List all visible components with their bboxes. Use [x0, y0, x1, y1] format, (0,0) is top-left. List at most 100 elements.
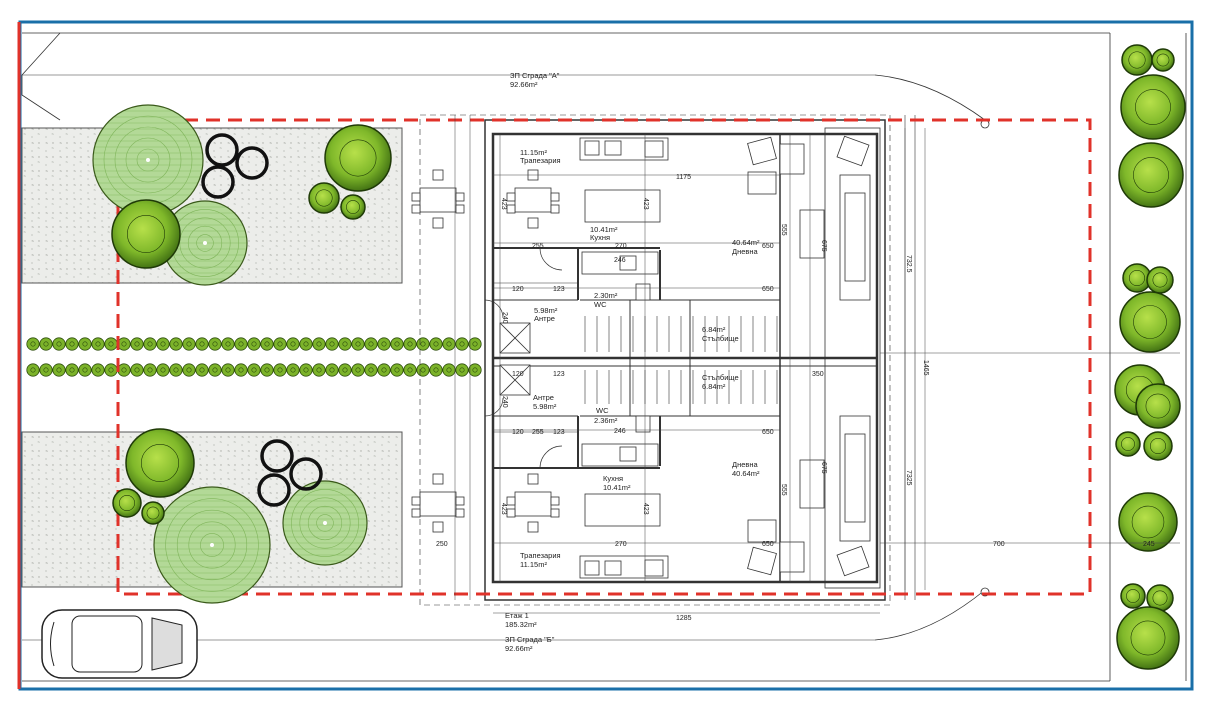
shrub-icon	[377, 363, 391, 377]
shrub-icon	[260, 337, 274, 351]
tree-icon	[141, 501, 165, 525]
kitchen-name-label: Кухня	[590, 233, 610, 242]
tv-unit-icon	[799, 459, 825, 509]
shrub-icon	[403, 337, 417, 351]
shrub-icon	[130, 363, 144, 377]
dim-label: 732.5	[905, 255, 912, 273]
tv-unit-icon	[799, 209, 825, 259]
floor-area: 185.32m²	[505, 620, 537, 629]
shrub-icon	[312, 363, 326, 377]
tree-icon	[1118, 492, 1178, 552]
wc-area-label: 2.36m²	[594, 416, 618, 425]
dim-label: 1465	[922, 360, 929, 376]
dim-label: 120	[512, 371, 524, 378]
shrub-icon	[26, 363, 40, 377]
shrub-icon	[221, 363, 235, 377]
tree-icon	[1119, 291, 1181, 353]
wc-name-label: WC	[596, 406, 609, 415]
shrub-icon	[364, 363, 378, 377]
shrub-icon	[234, 337, 248, 351]
tree-icon	[125, 428, 195, 498]
shrub-icon	[455, 363, 469, 377]
shrub-icon	[260, 363, 274, 377]
shrub-icon	[312, 337, 326, 351]
shrub-outline-icon	[205, 133, 239, 167]
dim-label: 555	[780, 224, 787, 236]
tree-icon	[1121, 44, 1153, 76]
hall-name-label: Антре	[534, 314, 555, 323]
shrub-icon	[182, 363, 196, 377]
shrub-icon	[403, 363, 417, 377]
tree-icon	[308, 182, 340, 214]
dim-label: 1285	[676, 615, 692, 622]
stairs	[584, 316, 778, 404]
shrub-icon	[325, 363, 339, 377]
dim-label: 120	[512, 286, 524, 293]
shrub-icon	[52, 363, 66, 377]
shrub-icon	[91, 363, 105, 377]
dim-label: 255	[532, 243, 544, 250]
dim-label: 270	[615, 243, 627, 250]
armchair-icon	[836, 545, 870, 577]
dim-label: 423	[500, 503, 507, 515]
shrub-icon	[234, 363, 248, 377]
living-area-label: 40.64m²	[732, 469, 760, 478]
shrub-outline-icon	[260, 439, 294, 473]
dim-label: 246	[614, 428, 626, 435]
dining-table-icon	[506, 473, 560, 533]
shrub-icon	[208, 337, 222, 351]
toilet-icon	[635, 283, 651, 301]
furniture	[411, 135, 871, 579]
dim-label: 240	[501, 312, 508, 324]
shrub-icon	[338, 337, 352, 351]
shrub-icon	[91, 337, 105, 351]
shrub-outline-icon	[201, 165, 235, 199]
dim-label: 675	[820, 462, 827, 474]
door-swings	[484, 247, 563, 469]
trees	[92, 44, 1186, 670]
dim-label: 423	[642, 503, 649, 515]
floor-label: Етаж 1	[505, 611, 529, 620]
shrub-outline-icon	[257, 473, 291, 507]
dim-label: 650	[762, 243, 774, 250]
tree-icon	[1151, 48, 1175, 72]
shrub-icon	[247, 337, 261, 351]
dim-label: 423	[642, 198, 649, 210]
tree-icon	[1120, 583, 1146, 609]
shrub-icon	[390, 363, 404, 377]
shrub-icon	[78, 363, 92, 377]
outdoor-table-icon	[411, 169, 465, 229]
dining-area-label: 11.15m²	[520, 560, 547, 569]
wc-area-label: 2.30m²	[594, 291, 618, 300]
dim-label: 270	[615, 541, 627, 548]
shrub-icon	[39, 337, 53, 351]
shrub-icon	[65, 363, 79, 377]
building-b-area: 92.66m²	[505, 644, 533, 653]
shrub-icon	[351, 363, 365, 377]
tree-icon	[1146, 266, 1174, 294]
dining-area-label: 11.15m²	[520, 148, 547, 157]
tree-icon	[1122, 263, 1152, 293]
kitchen-area-label: 10.41m²	[603, 483, 631, 492]
shrub-icon	[169, 337, 183, 351]
dim-label: 675	[820, 240, 827, 252]
shrub-icon	[286, 337, 300, 351]
tree-icon	[111, 199, 181, 269]
tree-canopy-icon	[153, 486, 271, 604]
shrub-icon	[416, 337, 430, 351]
tree-icon	[1135, 383, 1181, 429]
tree-canopy-icon	[282, 480, 368, 566]
shrub-icon	[273, 363, 287, 377]
dim-label: 120	[512, 429, 524, 436]
dim-label: 250	[436, 541, 448, 548]
dim-label: 650	[762, 541, 774, 548]
dining-table-icon	[506, 169, 560, 229]
stair-area-label: 6.84m²	[702, 325, 726, 334]
tree-icon	[1120, 74, 1186, 140]
dim-label: 1175	[676, 174, 691, 181]
armchair-icon	[747, 136, 777, 166]
shrub-icon	[39, 363, 53, 377]
tree-icon	[1143, 431, 1173, 461]
living-name-label: Дневна	[732, 460, 759, 469]
dining-name-label: Трапезария	[520, 156, 561, 165]
